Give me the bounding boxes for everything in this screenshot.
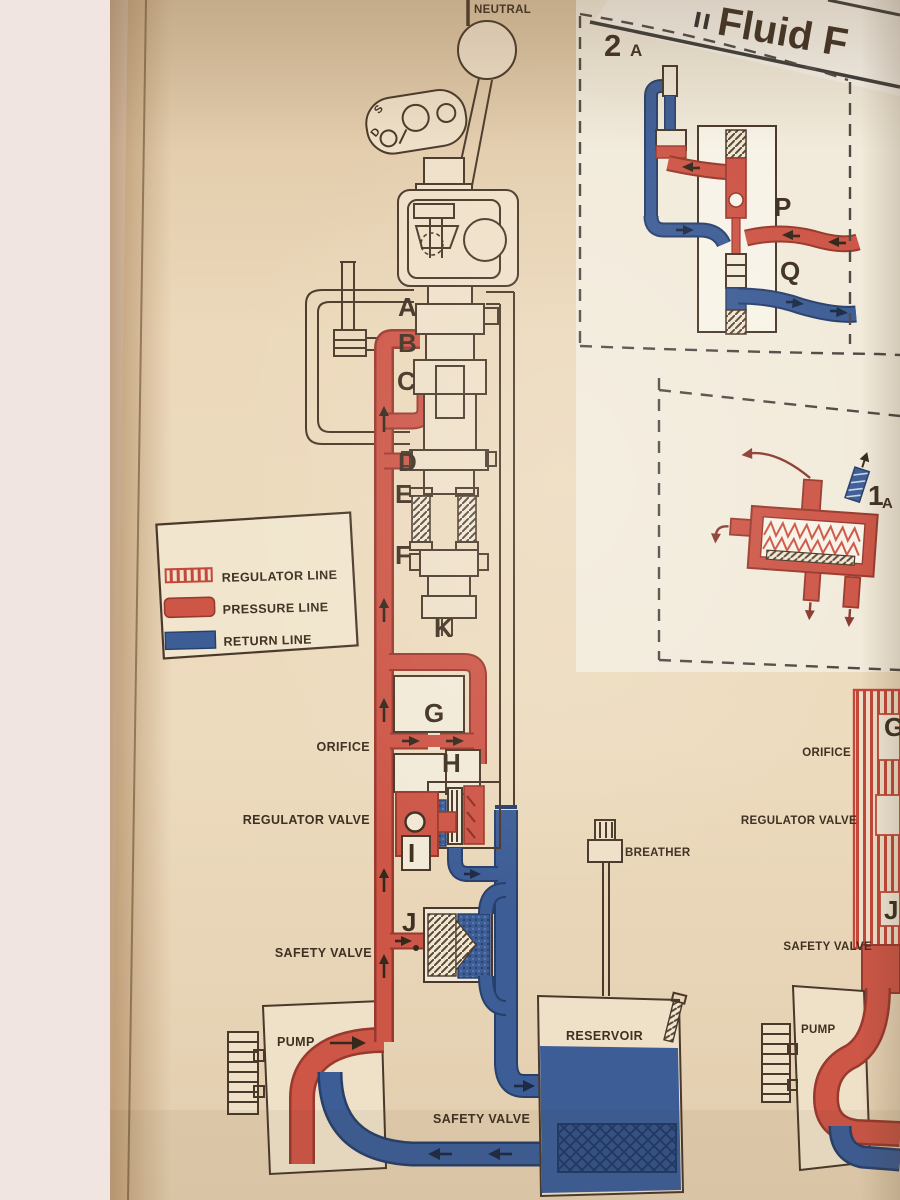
port-label-b: B [398,328,417,358]
valve-spring-right [457,495,477,543]
valve-neck [427,285,473,305]
pump-gear-lug-bottom [253,1085,265,1098]
housing-cam-circle [463,218,507,262]
legend-swatch-pressure [163,596,216,619]
pump-label: PUMP [277,1035,315,1049]
breather-cap [587,839,623,863]
dipstick-stem [663,1000,684,1043]
right-gear-lug-1 [787,1043,798,1055]
page-edge-line [127,0,147,1200]
port-label-i: I [408,838,415,868]
port-label-g: G [424,698,444,728]
regulator-stub [437,811,457,833]
port-label-f: F [395,540,411,570]
valve-spool-mid [423,393,477,451]
legend-swatch-return [164,630,217,651]
safety-stub-dot [413,945,419,951]
safety-spring [427,913,457,977]
legend-return-label: RETURN LINE [223,633,312,649]
right-gear-lug-2 [787,1079,798,1091]
legend: REGULATOR LINE PRESSURE LINE RETURN LINE [155,511,359,660]
port-label-a: A [398,292,417,322]
orifice-notch-bottom [428,747,440,751]
valve-spring-left [411,495,431,543]
right-port-j: J [884,895,898,925]
safety-valve-bottom-label: SAFETY VALVE [433,1112,530,1126]
inset-2a-port-p: P [774,192,791,222]
table-surface [0,0,128,1200]
port-label-d: D [398,447,417,477]
legend-pressure-label: PRESSURE LINE [222,600,328,617]
valve-section-b [425,333,475,361]
port-label-h: H [442,748,461,778]
valve-section-a [415,303,485,335]
shift-knob-ball [457,20,517,80]
regulator-ball [404,811,426,833]
housing-cap [423,157,465,185]
reservoir-screen [557,1123,677,1173]
pump-gear-teeth [228,1041,258,1103]
right-pump-label: PUMP [801,1024,835,1036]
right-reg-chamber [875,794,900,836]
valve-section-f [419,549,479,577]
legend-swatch-regulator [164,567,213,584]
inset-2a-stub [662,65,678,97]
reservoir-label: RESERVOIR [566,1029,643,1043]
safety-poppet [455,918,477,972]
valve-flange-d [409,449,489,471]
inset-2a-number: 2 [604,28,621,63]
breather-label: BREATHER [625,847,691,859]
inset-2a-sub: A [630,41,642,60]
pump-outlet-line [291,1029,385,1164]
inset-1a-sub: A [882,495,893,512]
reservoir-return-line [320,1071,600,1164]
inset-2a-port-q: Q [780,256,800,286]
dipstick [663,991,688,1043]
right-orifice-label: ORIFICE [802,747,851,759]
regulator-valve-label: REGULATOR VALVE [243,813,370,827]
chamber-below-orifice [393,753,447,793]
i-chamber [401,835,431,871]
right-regulator-label: REGULATOR VALVE [741,815,857,827]
port-label-e: E [395,479,412,509]
port-label-k: K [434,613,453,643]
reservoir-assembly [536,819,688,1198]
right-safety-label: SAFETY VALVE [783,941,872,953]
pump-gear-lug-top [253,1049,265,1062]
orifice-label: ORIFICE [317,740,371,754]
return-fluid-top-edge [495,805,517,809]
safety-valve-label: SAFETY VALVE [275,946,372,960]
neutral-label: NEUTRAL [474,4,531,16]
valve-lower-a [427,575,471,597]
right-port-g: G [884,712,900,742]
port-label-c: C [397,366,416,396]
safety-valve-assembly [413,882,507,1016]
port-label-j: J [402,907,416,937]
safety-bottom-loop [480,975,507,1014]
right-gear-teeth [762,1033,790,1095]
